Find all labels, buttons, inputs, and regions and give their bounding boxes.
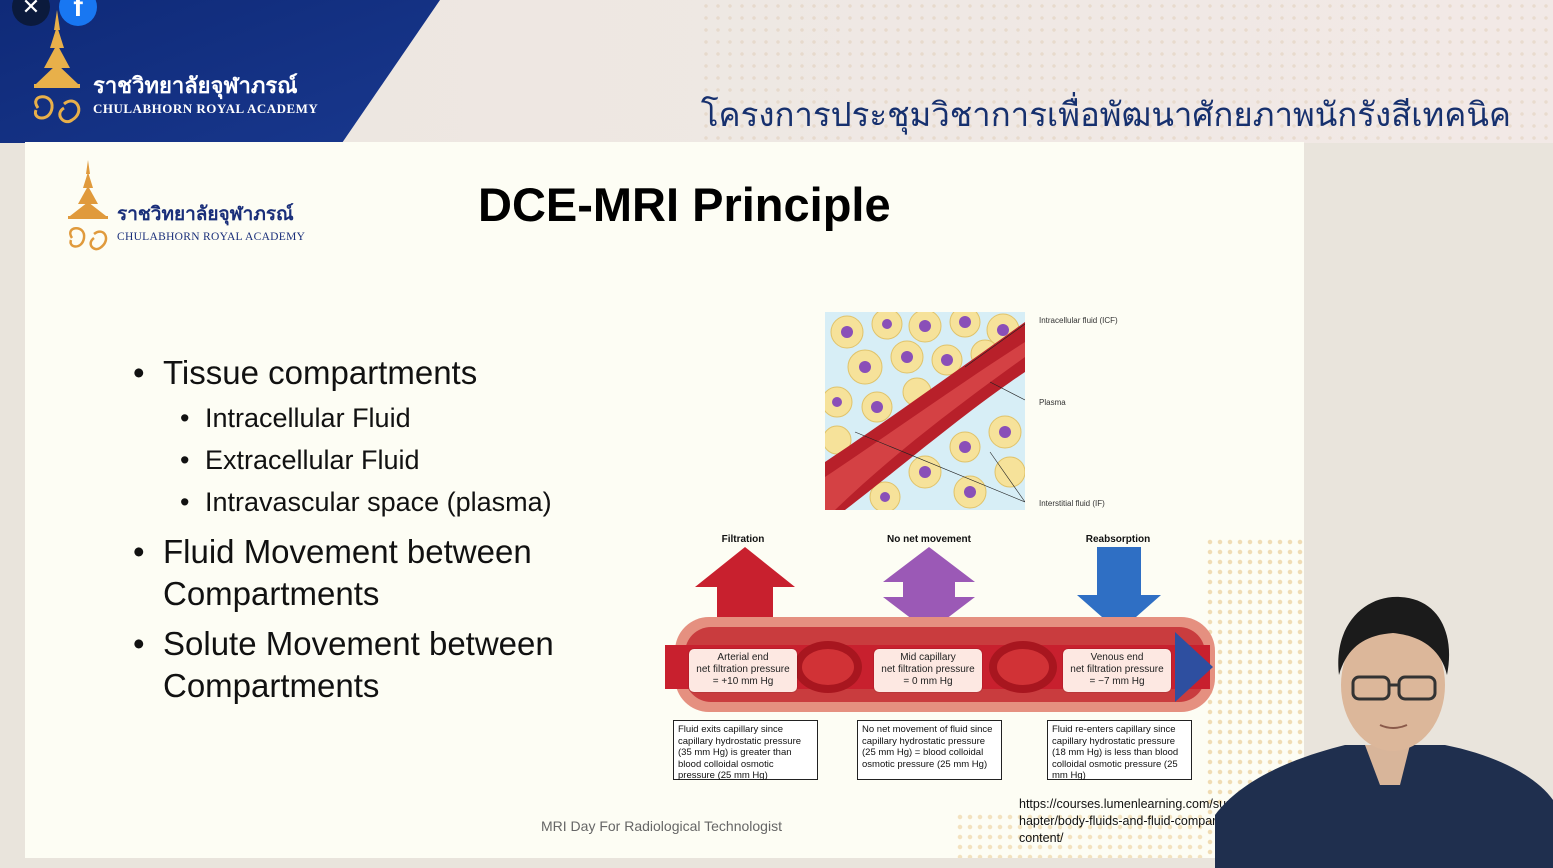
broadcast-header: ราชวิทยาลัยจุฬาภรณ์ CHULABHORN ROYAL ACA… <box>0 0 1553 143</box>
pressure-arterial-box: Arterial end net filtration pressure = +… <box>689 649 797 692</box>
sub-bullet-item: Extracellular Fluid <box>133 439 653 481</box>
header-filtration: Filtration <box>721 534 765 545</box>
bullet-list: Tissue compartments Intracellular Fluid … <box>133 352 653 710</box>
pressure-value: = 0 mm Hg <box>903 676 953 687</box>
slide-logo-thai: ราชวิทยาลัยจุฬาภรณ์ <box>117 203 294 225</box>
note-reabsorption: Fluid re-enters capillary since capillar… <box>1047 720 1192 781</box>
pressure-label: Venous end <box>1090 652 1144 663</box>
header-reabsorption: Reabsorption <box>1085 534 1151 545</box>
pressure-label: Mid capillary <box>900 652 956 663</box>
pressure-desc: net filtration pressure <box>1070 664 1164 675</box>
sub-bullet-item: Intravascular space (plasma) <box>133 481 653 523</box>
presentation-slide: ราชวิทยาลัยจุฬาภรณ์ CHULABHORN ROYAL ACA… <box>25 142 1304 858</box>
header-logo-english: CHULABHORN ROYAL ACADEMY <box>93 101 319 116</box>
facebook-icon: f <box>73 0 83 22</box>
event-title: โครงการประชุมวิชาการเพื่อพัฒนาศักยภาพนัก… <box>700 95 1511 134</box>
note-filtration: Fluid exits capillary since capillary hy… <box>673 720 818 781</box>
fluid-compartment-illustration <box>825 312 1025 510</box>
pressure-desc: net filtration pressure <box>696 664 790 675</box>
pressure-value: = +10 mm Hg <box>712 676 774 687</box>
presenter-video-avatar <box>1215 596 1553 868</box>
pressure-mid-box: Mid capillary net filtration pressure = … <box>874 649 982 692</box>
label-icf: Intracellular fluid (ICF) <box>1039 316 1118 325</box>
bullet-item: Fluid Movement between Compartments <box>133 531 653 615</box>
capillary-pressure-diagram: Filtration No net movement Reabsorption … <box>665 527 1225 792</box>
slide-title: DCE-MRI Principle <box>478 178 891 231</box>
label-plasma: Plasma <box>1039 398 1066 407</box>
sub-bullet-item: Intracellular Fluid <box>133 397 653 439</box>
pressure-venous-box: Venous end net filtration pressure = −7 … <box>1063 649 1171 692</box>
capillary-vessel-illustration <box>665 547 1215 712</box>
bullet-item: Tissue compartments <box>133 352 653 394</box>
slide-footer: MRI Day For Radiological Technologist <box>541 818 782 834</box>
header-logo-thai: ราชวิทยาลัยจุฬาภรณ์ <box>93 73 298 99</box>
note-no-net-movement: No net movement of fluid since capillary… <box>857 720 1002 780</box>
close-icon: ✕ <box>21 0 41 19</box>
bullet-item: Solute Movement between Compartments <box>133 623 653 707</box>
citation-link[interactable]: https://courses.lumenlearning.com/suny-a… <box>1019 797 1277 845</box>
slide-dot-pattern-bottom <box>955 812 1205 858</box>
header-no-net-movement: No net movement <box>887 534 971 545</box>
pressure-value: = −7 mm Hg <box>1089 676 1145 687</box>
pressure-label: Arterial end <box>717 652 769 663</box>
academy-emblem-icon <box>33 10 81 123</box>
slide-logo-english: CHULABHORN ROYAL ACADEMY <box>117 231 306 243</box>
header-pattern <box>700 0 1553 143</box>
label-if: Interstitial fluid (IF) <box>1039 499 1105 508</box>
pressure-desc: net filtration pressure <box>881 664 975 675</box>
slide-academy-emblem-icon <box>68 160 108 251</box>
